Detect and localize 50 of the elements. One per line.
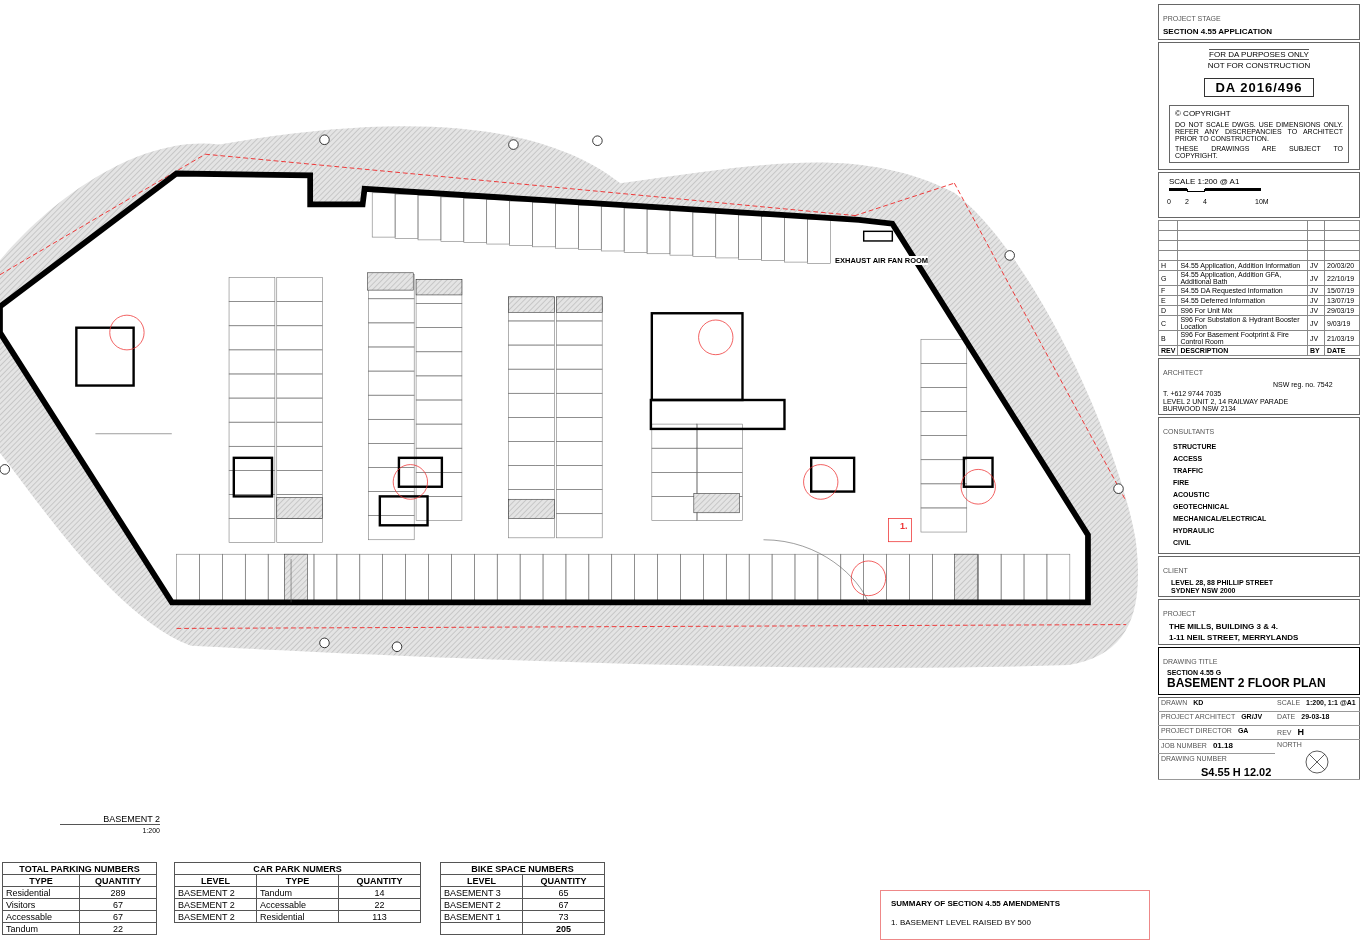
table-title: CAR PARK NUMERS — [253, 863, 342, 874]
drawing-title: BASEMENT 2 FLOOR PLAN — [1167, 676, 1326, 690]
column-header: QUANTITY — [540, 875, 587, 886]
project-stage-text: SECTION 4.55 APPLICATION — [1163, 27, 1272, 36]
table-cell: Tandum — [260, 887, 293, 898]
column-header: LEVEL — [467, 875, 496, 886]
table-cell: BASEMENT 2 — [178, 899, 235, 910]
table-cell: 65 — [558, 887, 569, 898]
permit-number: DA 2016/496 — [1204, 78, 1314, 97]
summary-heading: SUMMARY OF SECTION 4.55 AMENDMENTS — [891, 899, 1061, 908]
project-name: THE MILLS, BUILDING 3 & 4. — [1169, 622, 1278, 631]
drawing-number: S4.55 H 12.02 — [1201, 766, 1272, 778]
table-cell: 14 — [374, 887, 385, 898]
table-cell: 67 — [558, 899, 569, 910]
table-cell: 73 — [558, 911, 569, 922]
table-title: BIKE SPACE NUMBERS — [471, 863, 574, 874]
table-title: TOTAL PARKING NUMBERS — [19, 863, 140, 874]
summary-item: 1. BASEMENT LEVEL RAISED BY 500 — [891, 918, 1031, 927]
table-cell: BASEMENT 2 — [444, 899, 501, 910]
view-title: BASEMENT 2 — [60, 814, 160, 825]
table-cell: Accessable — [260, 899, 307, 910]
field-value: H — [1297, 727, 1304, 737]
table-cell: 67 — [113, 899, 123, 910]
copyright-heading: © COPYRIGHT — [1175, 109, 1231, 118]
project-address: 1-11 NEIL STREET, MERRYLANDS — [1169, 633, 1299, 642]
column-header: LEVEL — [201, 875, 230, 886]
table-cell: Residential — [6, 887, 51, 898]
table-cell: BASEMENT 1 — [444, 911, 501, 922]
table-cell: 67 — [113, 911, 123, 922]
table-cell: Tandum — [6, 923, 39, 934]
table-cell: Visitors — [6, 899, 36, 910]
field-value: 01.18 — [1212, 741, 1233, 750]
table-cell: 289 — [110, 887, 126, 898]
table-cell: BASEMENT 3 — [444, 887, 501, 898]
table-cell: 22 — [113, 923, 123, 934]
column-header: TYPE — [29, 875, 53, 886]
column-header: QUANTITY — [356, 875, 403, 886]
total-cell: 205 — [556, 923, 571, 934]
table-cell: 22 — [374, 899, 385, 910]
column-header: QUANTITY — [95, 875, 141, 886]
table-cell: BASEMENT 2 — [178, 887, 235, 898]
column-header: TYPE — [285, 875, 310, 886]
scale-caption: SCALE 1:200 @ A1 — [1169, 177, 1240, 186]
table-cell: Accessable — [6, 911, 53, 922]
notice-text: FOR DA PURPOSES ONLY — [1209, 49, 1309, 60]
amendment-number: 1. — [900, 521, 908, 531]
notice-text: NOT FOR CONSTRUCTION — [1207, 61, 1311, 70]
table-cell: Residential — [260, 911, 305, 922]
table-cell: BASEMENT 2 — [178, 911, 235, 922]
table-cell: 113 — [372, 911, 387, 922]
